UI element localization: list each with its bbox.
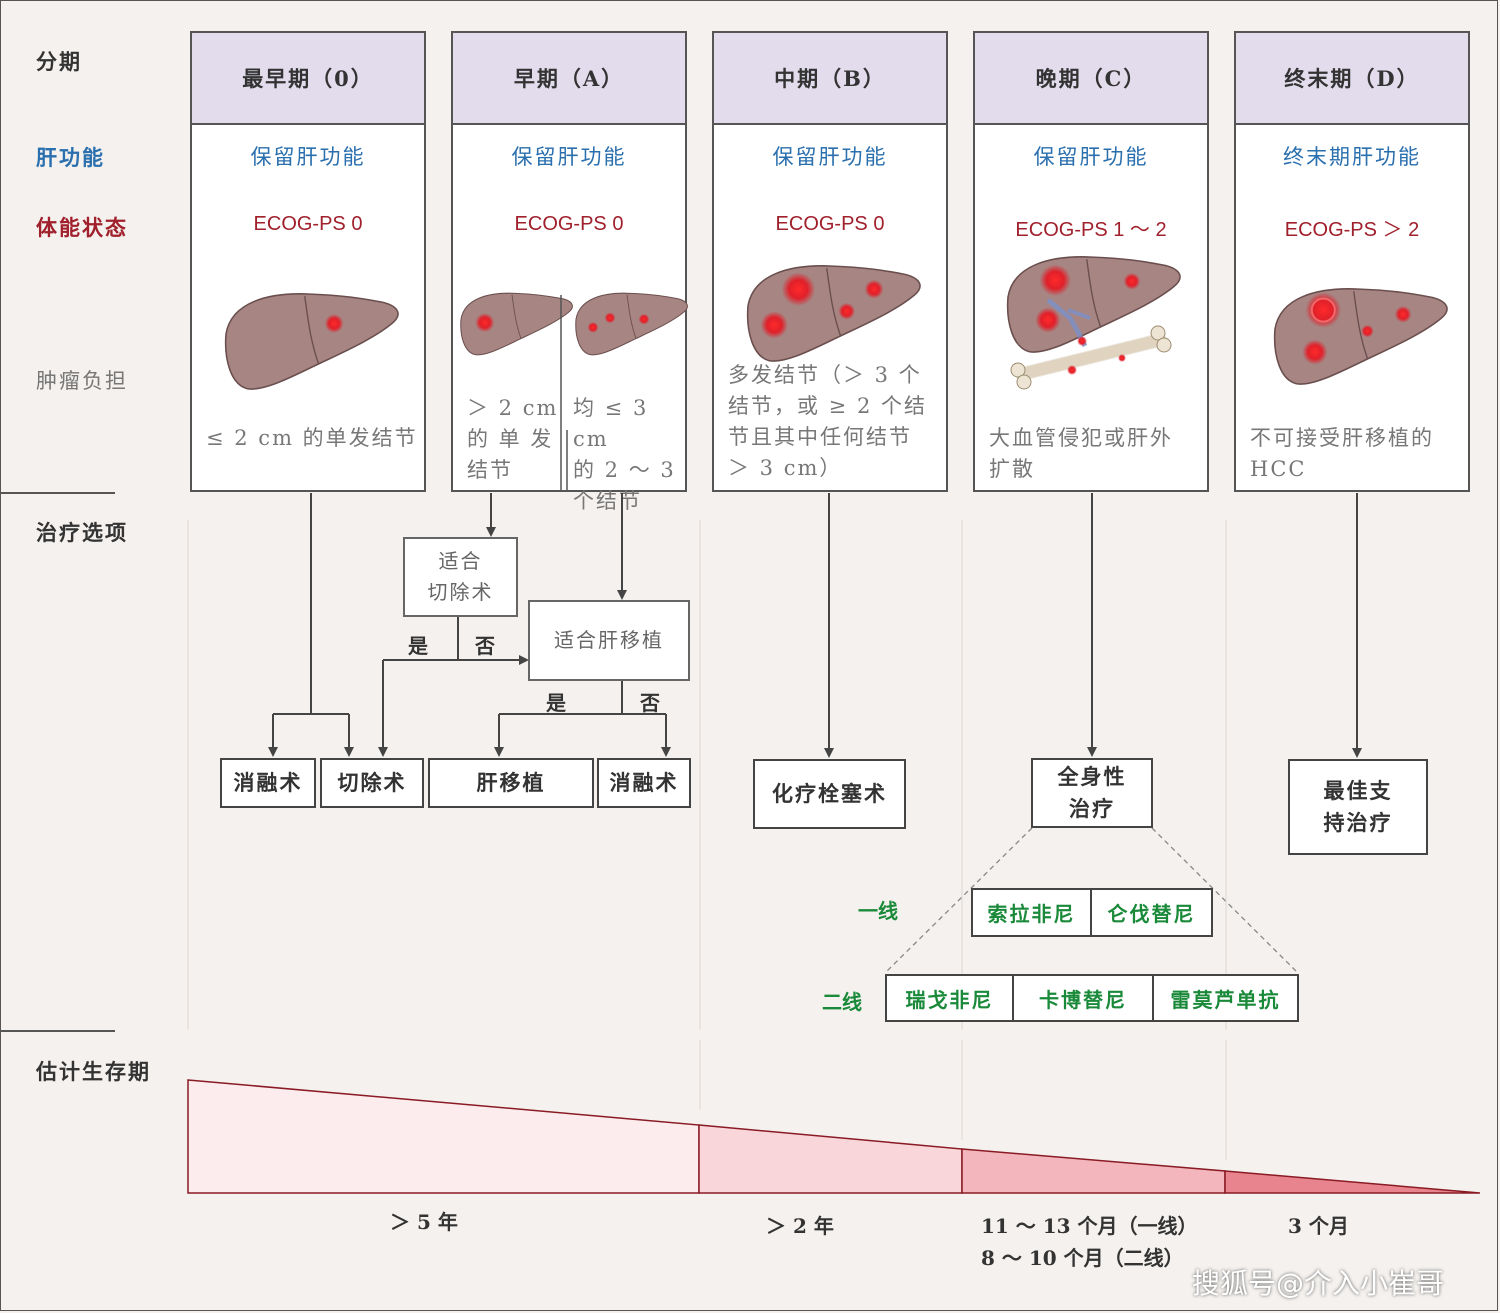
burden-line: 节且其中任何结节 [728, 425, 912, 449]
burden-line: 大血管侵犯或肝外 [989, 426, 1173, 450]
decision-line: 适合 [438, 549, 483, 573]
resection-suitable-box: 适合 切除术 [403, 537, 518, 617]
treatment-line: 持治疗 [1323, 810, 1393, 835]
liver-function-value: 保留肝功能 [511, 145, 627, 169]
ecog-value: ECOG-PS 0 [253, 213, 363, 235]
liver-illustration [460, 292, 573, 356]
row-label-tumor-burden: 肿瘤负担 [36, 369, 128, 393]
survival-line: 8 ～ 10 个月（二线） [981, 1246, 1184, 1270]
burden-line: 的 单 发 [467, 427, 554, 451]
row-label-performance-status: 体能状态 [36, 215, 128, 240]
liver-illustration [575, 292, 688, 356]
section-divider [0, 1030, 115, 1032]
survival-line: 11 ～ 13 个月（一线） [981, 1214, 1198, 1238]
tumor-burden-text: 大血管侵犯或肝外 扩散 [989, 423, 1173, 485]
survival-wedge [187, 1079, 1481, 1194]
best-supportive-care-box: 最佳支 持治疗 [1288, 759, 1428, 855]
burden-line: 结节，或 ≥ 2 个结 [728, 394, 927, 418]
burden-line: 不可接受肝移植的 [1250, 426, 1434, 450]
row-label-liver-function: 肝功能 [36, 145, 105, 170]
burden-line: ＞ 2 cm [467, 396, 559, 420]
stage-header: 早期（A） [453, 33, 685, 125]
stage-header: 终末期（D） [1236, 33, 1468, 125]
ablation-box: 消融术 [220, 758, 316, 808]
transplant-suitable-box: 适合肝移植 [528, 600, 690, 681]
stage-column-terminal: 终末期（D） 终末期肝功能 ECOG-PS ＞ 2 不可接受肝移植的 HCC [1234, 31, 1470, 492]
liver-illustration [1273, 288, 1448, 385]
treatment-line: 最佳支 [1323, 778, 1393, 803]
drug-cabozantinib: 卡博替尼 [1012, 974, 1154, 1022]
survival-advanced: 11 ～ 13 个月（一线） 8 ～ 10 个月（二线） [981, 1210, 1198, 1274]
yes-label: 是 [546, 691, 566, 715]
ecog-value: ECOG-PS ＞ 2 [1284, 219, 1420, 241]
second-line-label: 二线 [822, 990, 862, 1014]
transplant-box: 肝移植 [428, 758, 594, 808]
tumor-burden-text-multi: 均 ≤ 3 cm 的 2 ～ 3 个结节 [573, 393, 685, 517]
liver-function-value: 终末期肝功能 [1283, 145, 1421, 169]
survival-intermediate: ＞ 2 年 [766, 1214, 834, 1238]
liver-function-value: 保留肝功能 [1033, 145, 1149, 169]
burden-line: 多发结节（＞ 3 个 [728, 363, 922, 387]
liver-illustration [1006, 256, 1181, 353]
row-label-stage: 分期 [36, 49, 82, 74]
stage-header: 中期（B） [714, 33, 946, 125]
resection-box: 切除术 [320, 758, 424, 808]
stage-header: 晚期（C） [975, 33, 1207, 125]
drug-regorafenib: 瑞戈非尼 [885, 974, 1014, 1022]
ecog-value: ECOG-PS 0 [775, 213, 885, 235]
burden-line: ＞ 3 cm） [728, 456, 843, 480]
liver-illustration [746, 265, 921, 362]
drug-lenvatinib: 仑伐替尼 [1090, 888, 1213, 937]
stage-column-intermediate: 中期（B） 保留肝功能 ECOG-PS 0 多发结节（＞ 3 个 结节，或 ≥ … [712, 31, 948, 492]
row-label-treatment-options: 治疗选项 [36, 520, 128, 545]
watermark: 搜狐号@介入小崔哥 [1192, 1267, 1445, 1300]
systemic-therapy-box: 全身性 治疗 [1031, 758, 1153, 828]
burden-line: 个结节 [573, 489, 642, 513]
liver-function-value: 保留肝功能 [250, 145, 366, 169]
liver-function-value: 保留肝功能 [772, 145, 888, 169]
tumor-burden-text: 不可接受肝移植的 HCC [1250, 423, 1434, 485]
stage-column-very-early: 最早期（0） 保留肝功能 ECOG-PS 0 ≤ 2 cm 的单发结节 [190, 31, 426, 492]
row-label-estimated-survival: 估计生存期 [36, 1059, 151, 1084]
drug-sorafenib: 索拉非尼 [971, 888, 1092, 937]
first-line-label: 一线 [858, 899, 898, 923]
liver-illustration [224, 293, 399, 390]
ecog-value: ECOG-PS 0 [514, 213, 624, 235]
tumor-burden-text-single: ＞ 2 cm 的 单 发 结节 [467, 393, 558, 486]
vessel-invasion-icon [1046, 298, 1091, 348]
tumor-burden-text: 多发结节（＞ 3 个 结节，或 ≥ 2 个结 节且其中任何结节 ＞ 3 cm） [728, 360, 927, 484]
no-label: 否 [640, 691, 660, 715]
tumor-burden-text: ≤ 2 cm 的单发结节 [206, 426, 418, 450]
decision-line: 切除术 [427, 580, 494, 604]
drug-ramucirumab: 雷莫芦单抗 [1152, 974, 1299, 1022]
burden-line: 的 2 ～ 3 [573, 458, 676, 482]
bone-illustration [1010, 325, 1172, 390]
burden-line: 扩散 [989, 457, 1035, 481]
ablation-box: 消融术 [597, 758, 691, 808]
no-label: 否 [475, 634, 495, 658]
survival-terminal: 3 个月 [1288, 1214, 1349, 1238]
section-divider [0, 492, 115, 494]
tace-box: 化疗栓塞术 [753, 759, 906, 829]
stage-header: 最早期（0） [192, 33, 424, 125]
column-guides [187, 520, 1227, 1160]
survival-very-early-early: ＞ 5 年 [390, 1210, 458, 1234]
yes-label: 是 [408, 634, 428, 658]
treatment-line: 全身性 [1057, 764, 1127, 789]
systemic-spread-lines [885, 827, 1298, 973]
burden-line: 均 ≤ 3 cm [573, 396, 649, 451]
stage-column-early: 早期（A） 保留肝功能 ECOG-PS 0 ＞ 2 cm 的 单 发 结节 均 … [451, 31, 687, 513]
burden-line: HCC [1250, 457, 1307, 481]
flow-connectors [268, 493, 1362, 758]
burden-line: 结节 [467, 458, 513, 482]
ecog-value: ECOG-PS 1 ～ 2 [1015, 219, 1167, 241]
treatment-line: 治疗 [1069, 796, 1115, 821]
